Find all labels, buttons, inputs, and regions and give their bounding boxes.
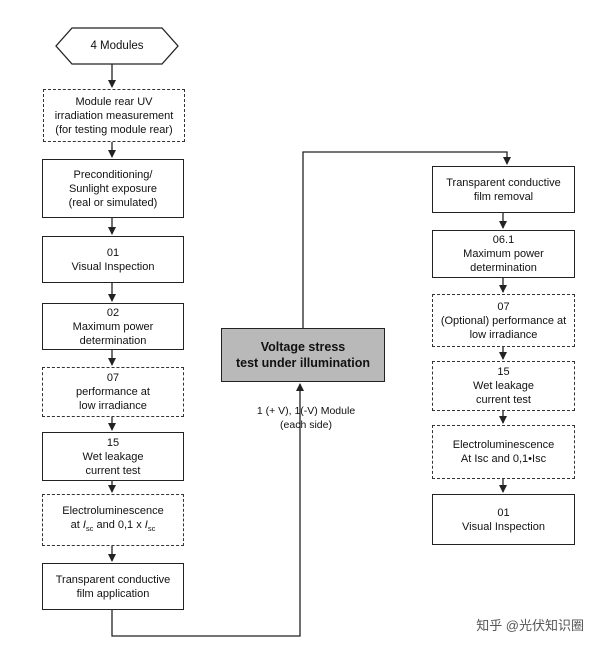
wet-leakage-box: 15 Wet leakage current test xyxy=(42,432,184,481)
visual-inspection-label: 01 Visual Inspection xyxy=(71,246,155,273)
el-sub2: sc xyxy=(147,524,156,534)
wet-leakage-right-box: 15 Wet leakage current test xyxy=(432,361,575,411)
max-power-right-label: 06.1 Maximum power determination xyxy=(463,234,544,274)
film-application-box: Transparent conductive film application xyxy=(42,563,184,610)
watermark: 知乎 @光伏知识圈 xyxy=(476,618,584,633)
visual-inspection-right-label: 01 Visual Inspection xyxy=(462,506,545,533)
max-power-label: 02 Maximum power determination xyxy=(72,306,154,347)
uv-irradiation-label: Module rear UV irradiation measurement (… xyxy=(54,95,174,136)
low-irradiance-right-box: 07 (Optional) performance at low irradia… xyxy=(432,294,575,347)
el-at: at xyxy=(70,518,83,531)
arrow-filmapp-to-stress xyxy=(111,383,304,637)
visual-inspection-box: 01 Visual Inspection xyxy=(42,236,184,283)
start-hexagon xyxy=(55,27,179,65)
voltage-stress-label: Voltage stress test under illumination xyxy=(235,340,371,370)
wet-leakage-right-label: 15 Wet leakage current test xyxy=(473,366,534,406)
low-irradiance-label: 07 performance at low irradiance xyxy=(76,372,150,412)
voltage-stress-box: Voltage stress test under illumination xyxy=(221,328,385,382)
film-removal-label: Transparent conductive film removal xyxy=(446,176,561,203)
uv-irradiation-box: Module rear UV irradiation measurement (… xyxy=(43,89,185,142)
start-modules: 4 Modules xyxy=(72,34,162,58)
module-polarity-note: 1 (+ V), 1(-V) Module (each side) xyxy=(256,405,356,431)
el-sub1: sc xyxy=(85,524,94,534)
electroluminescence-label: Electroluminescence at Isc and 0,1 x Isc xyxy=(62,504,164,536)
wet-leakage-label: 15 Wet leakage current test xyxy=(82,436,144,477)
el-line1: Electroluminescence xyxy=(62,504,164,517)
electroluminescence-right-label: Electroluminescence At Isc and 0,1•Isc xyxy=(452,439,555,465)
el-i2: I xyxy=(144,518,148,531)
film-application-label: Transparent conductive film application xyxy=(55,573,171,600)
low-irradiance-right-label: 07 (Optional) performance at low irradia… xyxy=(440,300,567,341)
low-irradiance-box: 07 performance at low irradiance xyxy=(42,367,184,417)
film-removal-box: Transparent conductive film removal xyxy=(432,166,575,213)
el-i1: I xyxy=(82,518,86,531)
max-power-box: 02 Maximum power determination xyxy=(42,303,184,350)
el-line2: at Isc and 0,1 x Isc xyxy=(62,518,164,536)
el-and: and 0,1 x xyxy=(93,518,145,531)
arrow-stress-to-filmremoval xyxy=(302,151,511,328)
start-modules-label: 4 Modules xyxy=(90,40,144,52)
visual-inspection-right-box: 01 Visual Inspection xyxy=(432,494,575,545)
electroluminescence-right-box: Electroluminescence At Isc and 0,1•Isc xyxy=(432,425,575,479)
preconditioning-label: Preconditioning/ Sunlight exposure (real… xyxy=(68,168,158,209)
preconditioning-box: Preconditioning/ Sunlight exposure (real… xyxy=(42,159,184,218)
electroluminescence-box: Electroluminescence at Isc and 0,1 x Isc xyxy=(42,494,184,546)
max-power-right-box: 06.1 Maximum power determination xyxy=(432,230,575,278)
